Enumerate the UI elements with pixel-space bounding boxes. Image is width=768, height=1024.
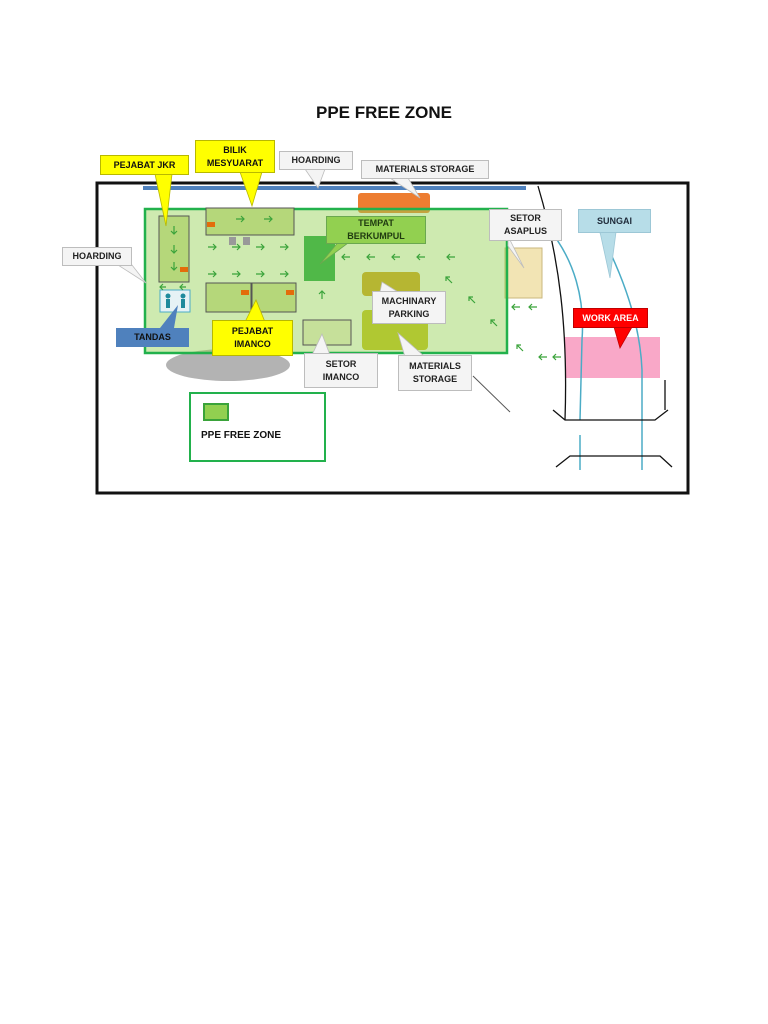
callout-sungai: SUNGAI xyxy=(578,209,651,233)
callout-materials-storage-bottom: MATERIALS STORAGE xyxy=(398,355,472,391)
callout-pejabat-jkr: PEJABAT JKR xyxy=(100,155,189,175)
legend-swatch-ppe-zone xyxy=(203,403,229,421)
work-area-zone xyxy=(565,337,660,378)
toilet-icon-male xyxy=(165,293,171,299)
bilik-mesyuarat-building xyxy=(205,207,295,236)
pejabat-imanco-building-1 xyxy=(205,282,252,313)
road-line-3 xyxy=(555,455,673,468)
callout-hoarding-top: HOARDING xyxy=(279,151,353,170)
fire-extinguisher-marker xyxy=(180,267,188,272)
small-structure-2 xyxy=(243,237,250,245)
fire-extinguisher-marker xyxy=(286,290,294,295)
leader-line xyxy=(472,375,511,413)
tandas-ground xyxy=(166,349,290,381)
toilet-icon-female xyxy=(180,293,186,299)
fire-extinguisher-marker xyxy=(207,222,215,227)
callout-materials-storage-top: MATERIALS STORAGE xyxy=(361,160,489,179)
legend-label: PPE FREE ZONE xyxy=(201,430,282,441)
small-structure-1 xyxy=(229,237,236,245)
page-title: PPE FREE ZONE xyxy=(315,103,453,122)
callout-work-area: WORK AREA xyxy=(573,308,648,328)
setor-imanco-building xyxy=(302,319,352,346)
toilet-icon xyxy=(159,289,191,313)
callout-pejabat-imanco: PEJABAT IMANCO xyxy=(212,320,293,356)
callout-machinary-parking: MACHINARY PARKING xyxy=(372,291,446,324)
fire-extinguisher-marker xyxy=(241,290,249,295)
callout-bilik-mesyuarat: BILIK MESYUARAT xyxy=(195,140,275,173)
setor-asaplus-building xyxy=(504,247,543,299)
callout-setor-imanco: SETOR IMANCO xyxy=(304,353,378,388)
callout-hoarding-left: HOARDING xyxy=(62,247,132,266)
legend: PPE FREE ZONE xyxy=(189,392,326,462)
machinary-parking-block-1 xyxy=(362,272,420,296)
pointer-setor-asaplus xyxy=(507,235,525,269)
pointer-tandas xyxy=(160,305,178,328)
hoarding-top-line xyxy=(143,186,526,190)
callout-tandas: TANDAS xyxy=(116,328,189,347)
road-line-2 xyxy=(552,409,669,421)
evacuation-arrows xyxy=(159,215,561,361)
callout-setor-asaplus: SETOR ASAPLUS xyxy=(489,209,562,241)
callout-tempat-berkumpul: TEMPAT BERKUMPUL xyxy=(326,216,426,244)
